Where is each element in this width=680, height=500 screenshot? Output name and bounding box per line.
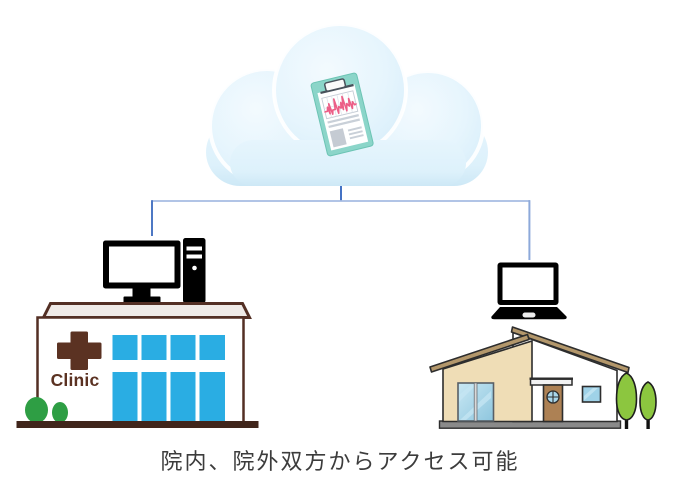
medical-record-clipboard-icon	[310, 72, 374, 157]
clinic-windows-bottom	[112, 372, 225, 422]
door-awning	[529, 377, 573, 386]
clinic-sign-label: Clinic	[50, 370, 100, 390]
laptop-icon	[491, 262, 567, 320]
door-window-cross	[547, 391, 559, 403]
cloud-body-front	[230, 140, 466, 186]
laptop-screen	[502, 267, 554, 300]
bush-icon	[52, 402, 68, 423]
tower-drive-slot-2	[186, 254, 202, 259]
monitor-stand-neck	[132, 288, 151, 297]
pc-tower	[183, 238, 206, 303]
house-small-window	[581, 385, 602, 403]
clinic-building-icon	[16, 302, 259, 428]
record-image-block	[329, 128, 347, 148]
medical-cross-icon	[57, 331, 102, 370]
clinic-windows-top	[112, 335, 225, 360]
house-door	[542, 384, 564, 423]
cloud-icon	[206, 22, 488, 186]
network-connector-lines	[151, 178, 531, 260]
clinic-roof	[41, 302, 252, 319]
desktop-computer-icon	[103, 238, 206, 304]
clipboard-clip-tab	[324, 78, 347, 92]
record-text-rules	[327, 114, 361, 129]
record-side-rules	[347, 126, 364, 140]
house-left-roof	[429, 333, 530, 373]
house-right-roof	[510, 326, 630, 374]
laptop-trackpad-notch	[522, 312, 536, 318]
house-icon	[429, 326, 657, 429]
bush-icon	[25, 397, 48, 423]
tree-icon	[639, 381, 657, 429]
tower-power-button	[192, 265, 197, 271]
monitor-stand-base	[123, 296, 161, 304]
tree-icon	[615, 372, 638, 429]
ecg-trace	[324, 95, 357, 115]
tower-drive-slot-1	[186, 246, 202, 251]
house-big-window	[457, 382, 495, 422]
clinic-ground	[16, 421, 259, 428]
caption: 院内、院外双方からアクセス可能	[160, 449, 520, 474]
monitor-screen	[109, 246, 175, 283]
